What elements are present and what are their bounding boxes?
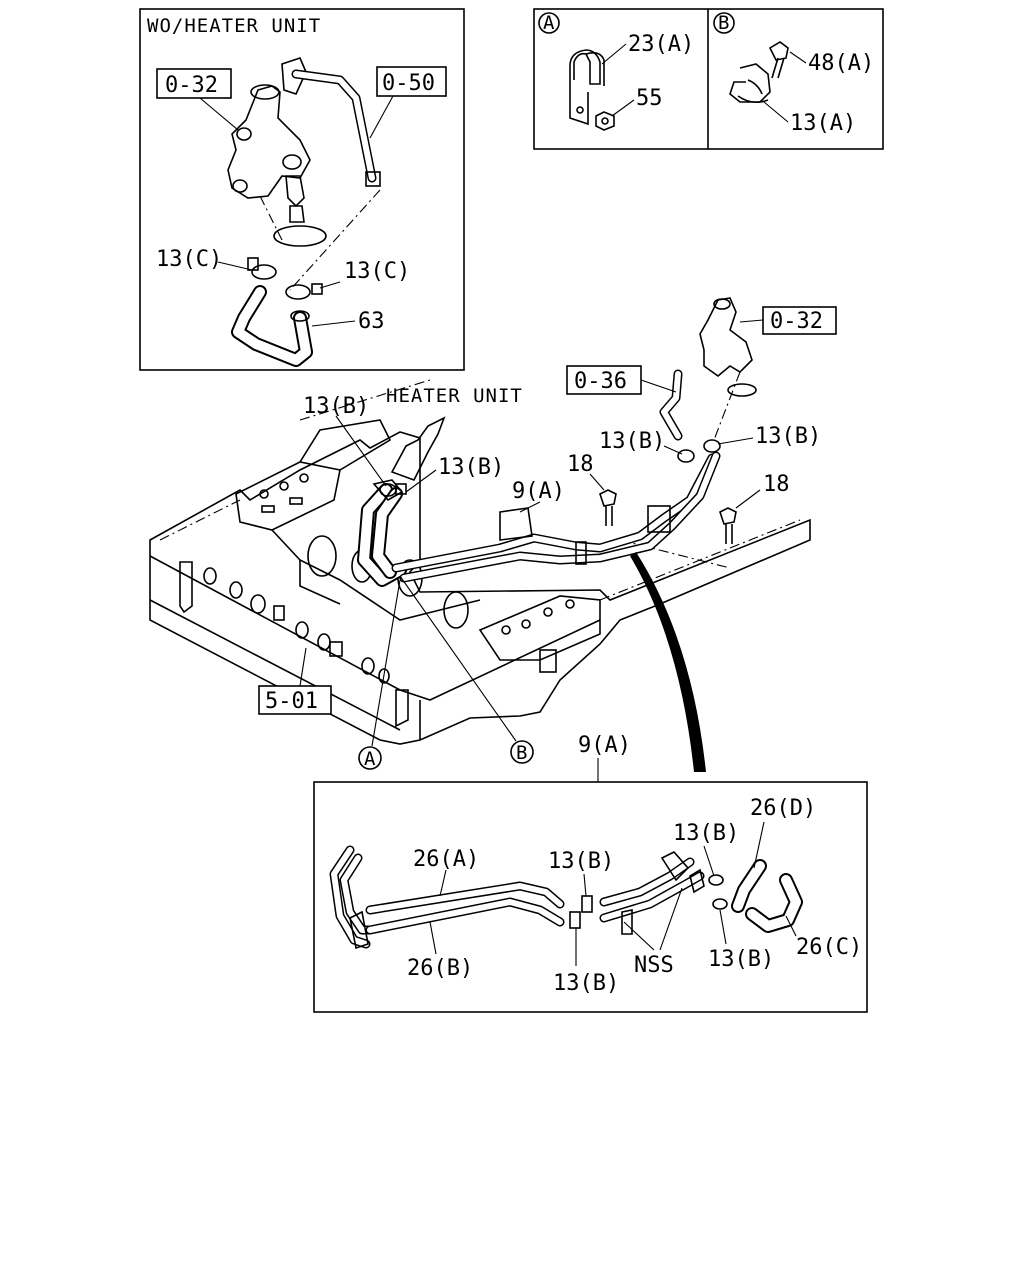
callout-a-circle <box>358 746 382 770</box>
detail-pointer <box>630 552 706 772</box>
label-55: 55 <box>636 86 663 111</box>
label-63: 63 <box>358 309 385 334</box>
thermostat-housing-main <box>699 297 757 441</box>
label-13b-main-4: 13(B) <box>755 424 821 449</box>
callout-a-letter: A <box>364 748 376 770</box>
clip-b <box>729 63 771 104</box>
bolt-18-right <box>719 507 737 544</box>
ref-box-main-0-32 <box>762 306 837 335</box>
label-48a: 48(A) <box>808 51 874 76</box>
label-26d: 26(D) <box>750 796 816 821</box>
ref-label-0-32: 0-32 <box>165 73 218 98</box>
label-13b-main-3: 13(B) <box>599 429 665 454</box>
label-13b-inset-3: 13(B) <box>673 821 739 846</box>
inset-clips: A B 23(A) 55 48(A) 13(A) <box>533 8 884 150</box>
label-heater-unit: HEATER UNIT <box>386 385 523 407</box>
callout-b-letter: B <box>516 742 528 764</box>
label-26c: 26(C) <box>796 935 862 960</box>
chassis-frame <box>149 379 811 745</box>
circle-b-letter: B <box>718 12 730 34</box>
label-9a-main: 9(A) <box>512 479 565 504</box>
callout-b-circle <box>510 740 534 764</box>
ref-label-main-0-36: 0-36 <box>574 369 627 394</box>
inset-pipe-frame <box>313 781 868 1013</box>
label-13b-inset-2: 13(B) <box>553 971 619 996</box>
circle-a-letter: A <box>543 12 555 34</box>
clip-13b-main-left <box>379 483 407 497</box>
inset-title: WO/HEATER UNIT <box>147 15 321 37</box>
circle-b-marker <box>713 12 735 34</box>
main-view: HEATER UNIT 0-32 0-36 5- <box>149 297 837 782</box>
label-13c-left: 13(C) <box>156 247 222 272</box>
label-23a: 23(A) <box>628 32 694 57</box>
connector-lower <box>569 911 581 929</box>
label-13b-inset-1: 13(B) <box>548 849 614 874</box>
label-9a-bottom: 9(A) <box>578 733 631 758</box>
label-13b-main-1: 13(B) <box>303 394 369 419</box>
bolt-18-left <box>599 489 617 526</box>
label-13c-right: 13(C) <box>344 259 410 284</box>
thermostat-housing <box>227 57 311 208</box>
ref-label-main-0-32: 0-32 <box>770 309 823 334</box>
label-18-right: 18 <box>763 472 790 497</box>
ref-label-0-50: 0-50 <box>382 71 435 96</box>
connector-upper <box>581 895 593 913</box>
ref-box-0-32 <box>156 68 232 99</box>
label-13b-inset-4: 13(B) <box>708 947 774 972</box>
circle-a-marker <box>538 12 560 34</box>
label-13a: 13(A) <box>790 111 856 136</box>
ref-box-main-5-01 <box>258 685 332 715</box>
label-nss: NSS <box>634 953 674 978</box>
inset-without-heater-unit: WO/HEATER UNIT 0-32 0-50 13(C) <box>139 8 465 371</box>
ref-box-0-50 <box>376 66 447 97</box>
ref-label-main-5-01: 5-01 <box>265 689 318 714</box>
label-26a: 26(A) <box>413 847 479 872</box>
label-13b-main-2: 13(B) <box>438 455 504 480</box>
inset-pipe-assembly: 26(A) 26(B) 13(B) 13(B) 13(B) 13(B) 26(D… <box>313 781 868 1013</box>
label-18-left: 18 <box>567 452 594 477</box>
nut-55 <box>595 111 615 131</box>
clip-13b-main-right <box>677 439 721 463</box>
clip-a <box>569 49 605 126</box>
heater-unit-arrow <box>390 416 446 481</box>
label-26b: 26(B) <box>407 956 473 981</box>
bolt-48a <box>768 41 789 79</box>
